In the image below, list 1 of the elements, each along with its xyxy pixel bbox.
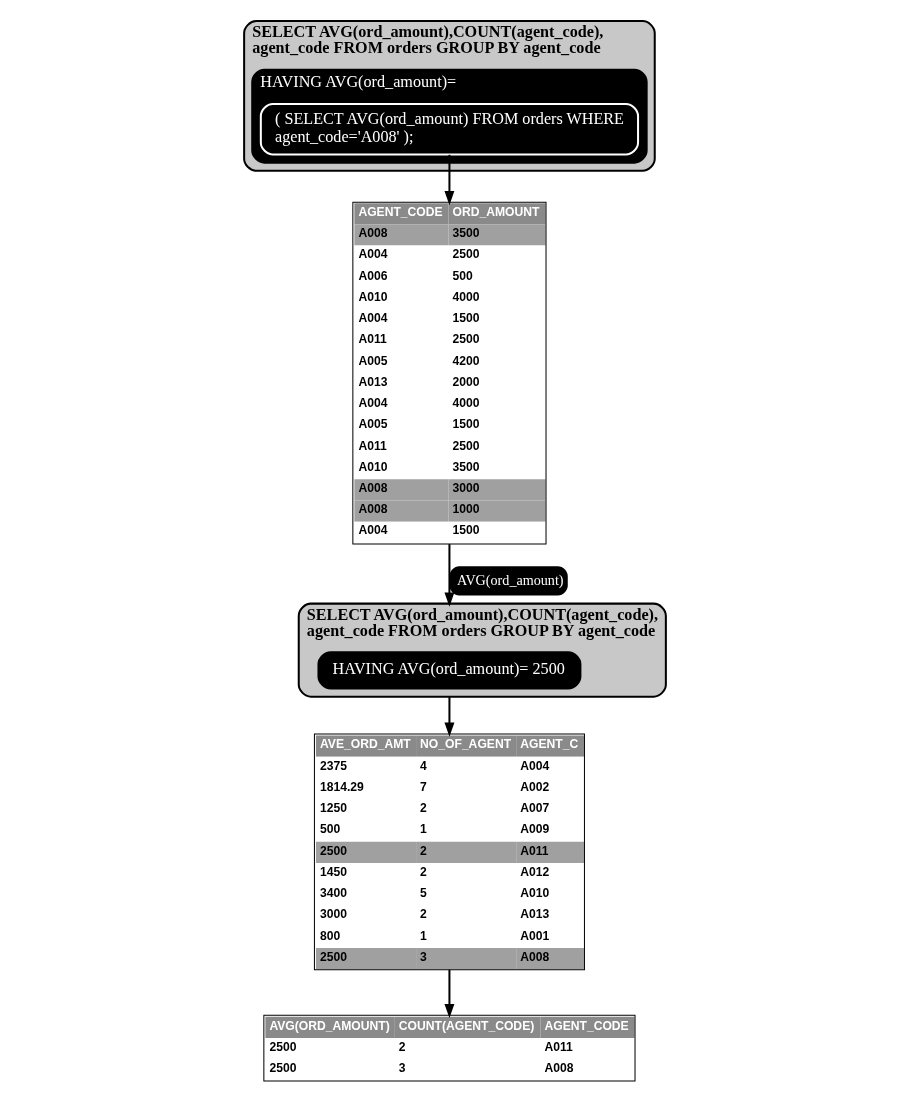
edge-label: AVG(ord_amount) [457,572,564,589]
